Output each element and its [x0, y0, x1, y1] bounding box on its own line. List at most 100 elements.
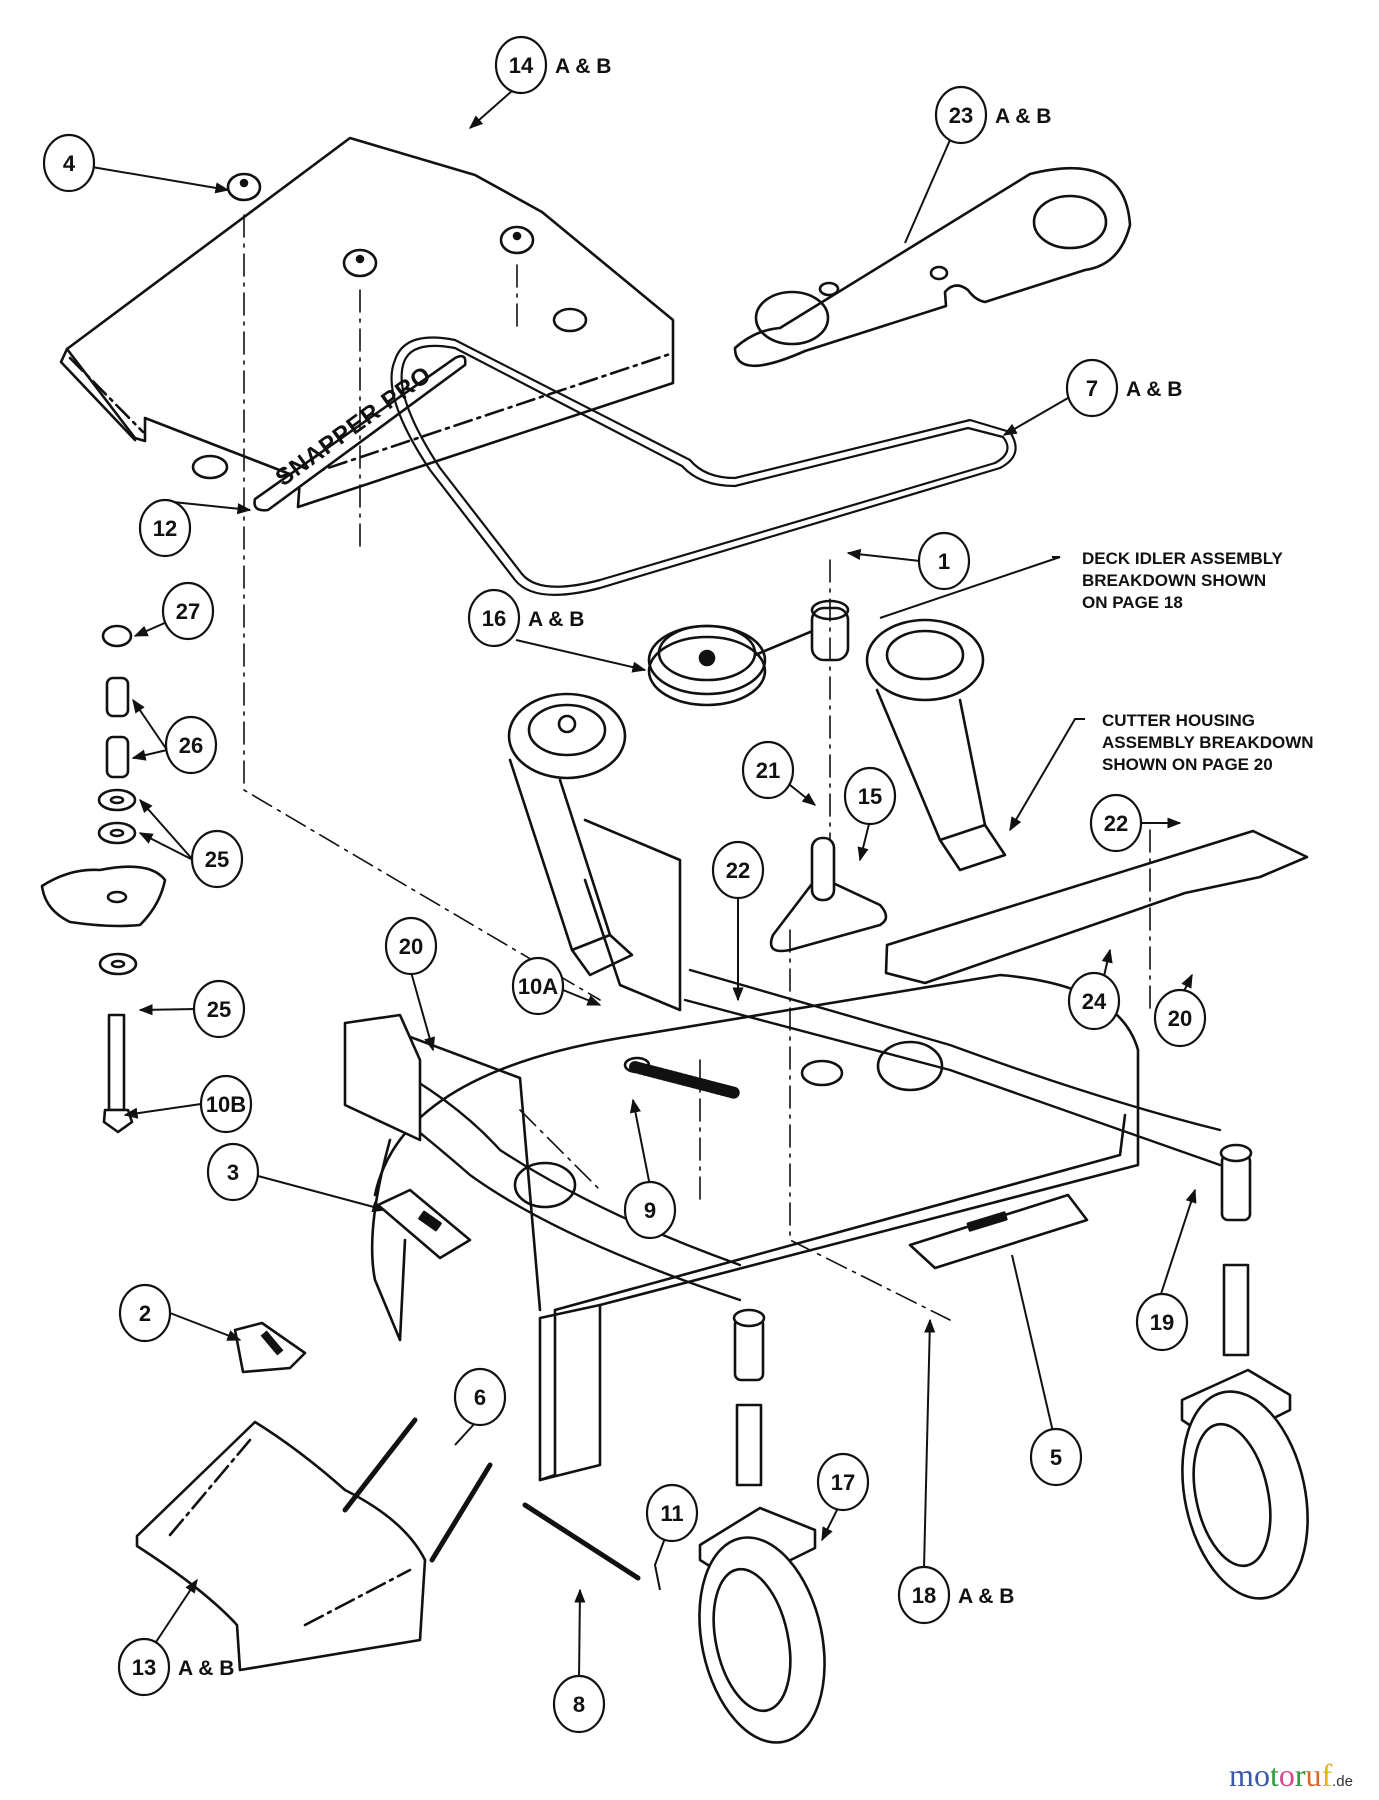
decal-3	[376, 1188, 472, 1260]
watermark-logo[interactable]: motoruf.de	[1229, 1757, 1353, 1794]
callout-circle	[117, 1637, 171, 1697]
callout-circle	[816, 1452, 870, 1512]
callout-circle	[118, 1283, 172, 1343]
callout-circle	[511, 956, 565, 1016]
callout-13: 13 A & B	[117, 1637, 234, 1697]
chute-spring	[342, 1417, 418, 1513]
callout-circle	[1089, 793, 1143, 853]
callout-suffix: A & B	[958, 1585, 1014, 1608]
callout-15: 15	[843, 766, 897, 826]
callout-circle	[1067, 971, 1121, 1031]
callout-circle	[164, 715, 218, 775]
callout-25: 25	[192, 979, 246, 1039]
callout-22: 22	[1089, 793, 1143, 853]
callout-number: 24	[1082, 989, 1107, 1014]
callout-27: 27	[161, 581, 215, 641]
callout-number: 16	[482, 606, 506, 631]
callout-number: 4	[63, 151, 76, 176]
callout-number: 27	[176, 599, 200, 624]
callout-number: 22	[1104, 811, 1128, 836]
callout-number: 13	[132, 1655, 156, 1680]
callout-circle	[843, 766, 897, 826]
callout-number: 1	[938, 549, 950, 574]
callout-4: 4	[42, 133, 96, 193]
callout-number: 23	[949, 103, 973, 128]
callout-1: 1	[917, 531, 971, 591]
callout-circle	[623, 1180, 677, 1240]
callout-circle	[453, 1367, 507, 1427]
decal-5	[908, 1193, 1089, 1270]
callout-26: 26	[164, 715, 218, 775]
callout-circle	[741, 740, 795, 800]
callout-20: 20	[1153, 988, 1207, 1048]
callout-number: 12	[153, 516, 177, 541]
watermark-letter: o	[1253, 1757, 1270, 1793]
callout-circle	[190, 829, 244, 889]
callout-9: 9	[623, 1180, 677, 1240]
callout-number: 21	[756, 758, 780, 783]
watermark-letter: t	[1269, 1757, 1279, 1793]
knob	[499, 225, 535, 255]
deck-housing	[343, 968, 1222, 1482]
callout-number: 20	[399, 934, 423, 959]
callout-5: 5	[1029, 1427, 1083, 1487]
callout-12: 12	[138, 498, 192, 558]
watermark-letter: r	[1294, 1757, 1306, 1793]
callout-number: 25	[205, 847, 229, 872]
callout-number: 17	[831, 1470, 855, 1495]
callout-number: 10B	[206, 1092, 246, 1117]
callout-suffix: A & B	[178, 1657, 234, 1680]
callout-number: 18	[912, 1583, 936, 1608]
callout-2: 2	[118, 1283, 172, 1343]
callout-23: 23 A & B	[934, 85, 1051, 145]
callout-22: 22	[711, 840, 765, 900]
callout-number: 7	[1086, 376, 1098, 401]
callout-7: 7 A & B	[1065, 358, 1182, 418]
blade-stack	[40, 624, 167, 1134]
callout-10a: 10A	[511, 956, 565, 1016]
decal-3-text	[418, 1210, 442, 1232]
callout-19: 19	[1135, 1292, 1189, 1352]
callout-circle	[1065, 358, 1119, 418]
callout-circle	[1153, 988, 1207, 1048]
callout-number: 2	[139, 1301, 151, 1326]
idler-bracket	[769, 836, 888, 953]
chute-spring	[429, 1462, 493, 1563]
callout-number: 22	[726, 858, 750, 883]
callout-3: 3	[206, 1142, 260, 1202]
callout-circle	[711, 840, 765, 900]
decal-5-text	[966, 1211, 1008, 1232]
callout-number: 26	[179, 733, 203, 758]
callout-suffix: A & B	[1126, 378, 1182, 401]
watermark-letter: u	[1305, 1757, 1322, 1793]
callout-suffix: A & B	[555, 55, 611, 78]
callout-number: 9	[644, 1198, 656, 1223]
callout-number: 5	[1050, 1445, 1062, 1470]
callout-circle	[138, 498, 192, 558]
drive-belt	[390, 336, 1017, 596]
callout-circle	[645, 1483, 699, 1543]
leader-lines	[91, 89, 1197, 1680]
knob	[226, 172, 262, 202]
callout-circle	[934, 85, 988, 145]
spindle-plate	[733, 166, 1132, 368]
callout-11: 11	[645, 1483, 699, 1543]
callout-number: 10A	[518, 974, 558, 999]
watermark-letter: o	[1278, 1757, 1295, 1793]
callout-circle	[1135, 1292, 1189, 1352]
callout-number: 20	[1168, 1006, 1192, 1031]
callout-circle	[467, 588, 521, 648]
note-cutter-housing: CUTTER HOUSING ASSEMBLY BREAKDOWN SHOWN …	[1102, 711, 1314, 774]
callout-number: 25	[207, 997, 231, 1022]
callout-6: 6	[453, 1367, 507, 1427]
deck-cover: SNAPPER PRO	[59, 136, 675, 512]
callout-circle	[917, 531, 971, 591]
callout-suffix: A & B	[528, 608, 584, 631]
callout-10b: 10B	[199, 1074, 253, 1134]
callout-suffix: A & B	[995, 105, 1051, 128]
idler-spring	[623, 1056, 741, 1099]
idler-assembly	[647, 599, 850, 707]
